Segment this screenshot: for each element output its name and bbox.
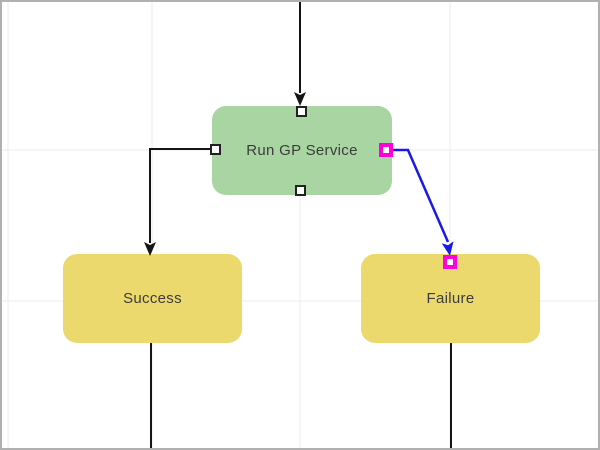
port-run-gp-service-bottom[interactable]: [294, 184, 306, 196]
port-failure-top-selected[interactable]: [443, 255, 457, 269]
edge-run-gp-to-failure[interactable]: [393, 148, 450, 243]
edge-run-gp-to-failure-arrowhead[interactable]: [441, 241, 454, 256]
edge-incoming-to-run-gp-arrowhead[interactable]: [294, 92, 306, 106]
port-run-gp-service-top[interactable]: [295, 105, 307, 117]
edge-run-gp-to-success[interactable]: [149, 148, 212, 243]
edge-run-gp-to-success-arrowhead[interactable]: [144, 242, 156, 256]
node-run-gp-service[interactable]: Run GP Service: [212, 106, 392, 195]
port-run-gp-service-right-selected[interactable]: [379, 143, 393, 157]
node-label-failure: Failure: [426, 290, 475, 307]
port-run-gp-service-left[interactable]: [209, 143, 221, 155]
node-success[interactable]: Success: [63, 254, 242, 343]
node-label-success: Success: [123, 290, 182, 307]
node-label-run-gp-service: Run GP Service: [246, 142, 358, 159]
